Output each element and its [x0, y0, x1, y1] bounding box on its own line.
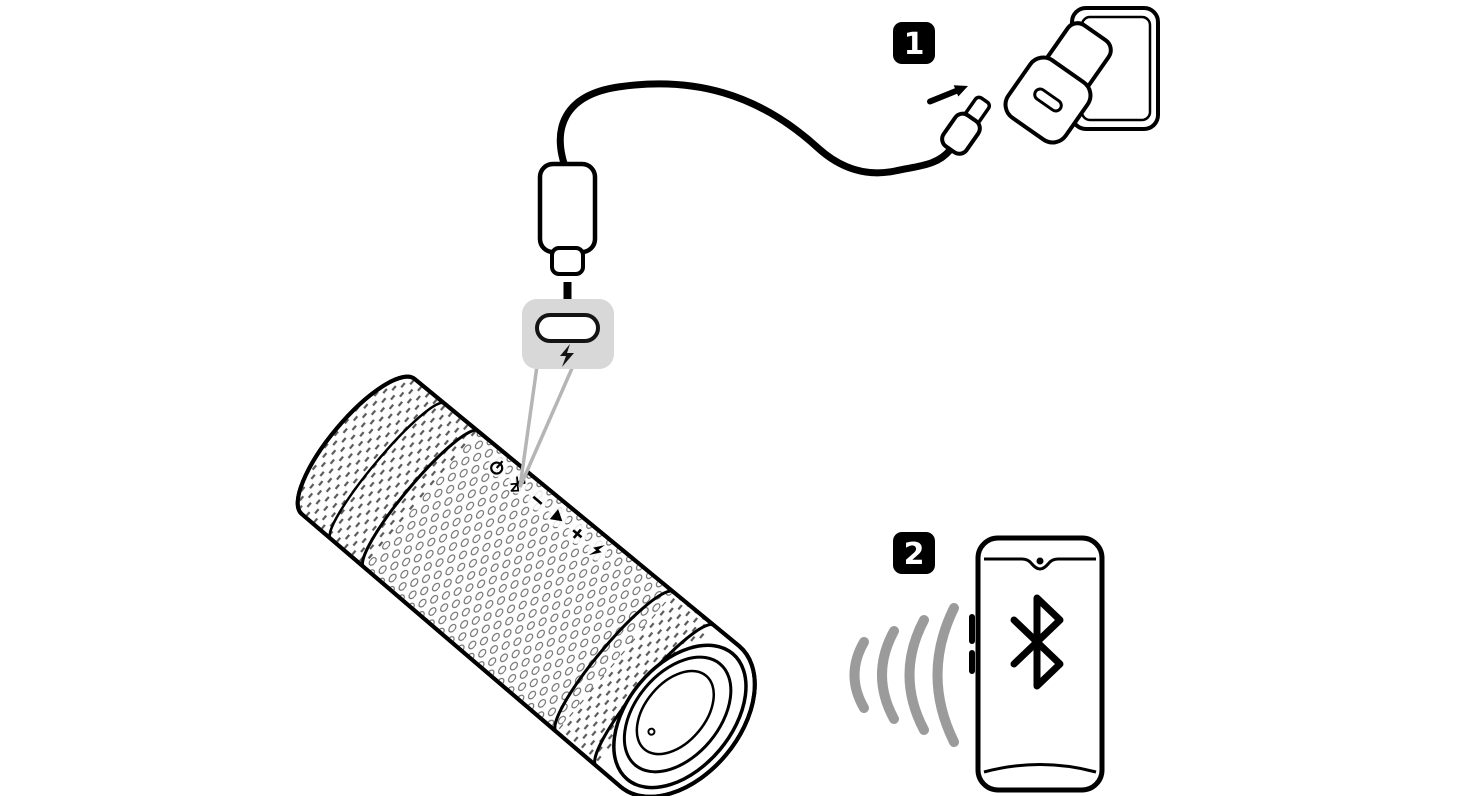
- power-icon: [487, 456, 508, 477]
- speaker-seam: [553, 589, 675, 733]
- usb-c-connector: [537, 161, 598, 276]
- step-2-number: 2: [904, 537, 925, 572]
- phone-chin-line: [983, 763, 1097, 774]
- charge-port-callout: [522, 299, 614, 369]
- step-1-number: 1: [904, 27, 925, 62]
- speaker-outline: [295, 374, 757, 796]
- power-adapter: [1003, 21, 1113, 145]
- insert-arrow-icon: [927, 85, 968, 105]
- adapter-usb-c-port-icon: [1033, 87, 1063, 113]
- signal-waves-icon: [849, 603, 959, 747]
- callout-pointer: [518, 364, 576, 488]
- usb-c-connector-tip: [550, 246, 585, 276]
- phone-notch: [984, 557, 1096, 571]
- usb-cable: [556, 80, 954, 177]
- step-2-badge: 2: [893, 532, 935, 574]
- speaker-end-ring-inner: [635, 669, 716, 756]
- smartphone: [969, 535, 1105, 793]
- usb-c-connector-body: [537, 161, 598, 255]
- speaker-end-ring-mid: [622, 655, 733, 774]
- play-pause-icon: [547, 507, 568, 528]
- phone-power-button: [969, 650, 975, 674]
- usb-plug-body: [940, 111, 982, 156]
- usb-plug: [940, 95, 992, 156]
- speaker-illustration: [277, 357, 757, 796]
- bluetooth-icon: [1010, 594, 1064, 690]
- step-1-badge-bg: [893, 22, 935, 64]
- charge-icon: [587, 540, 608, 561]
- phone-volume-button: [969, 614, 975, 644]
- speaker-seam: [361, 428, 480, 569]
- step-2-badge-bg: [893, 532, 935, 574]
- usb-c-port-icon: [535, 313, 600, 343]
- speaker-end-dot: [647, 727, 656, 736]
- speaker-seam: [328, 401, 445, 540]
- volume-down-icon: [527, 490, 548, 511]
- volume-up-icon: [567, 523, 588, 544]
- step-1-badge: 1: [893, 22, 935, 64]
- phone-camera-dot: [1036, 557, 1044, 565]
- lightning-bolt-icon: [560, 344, 574, 367]
